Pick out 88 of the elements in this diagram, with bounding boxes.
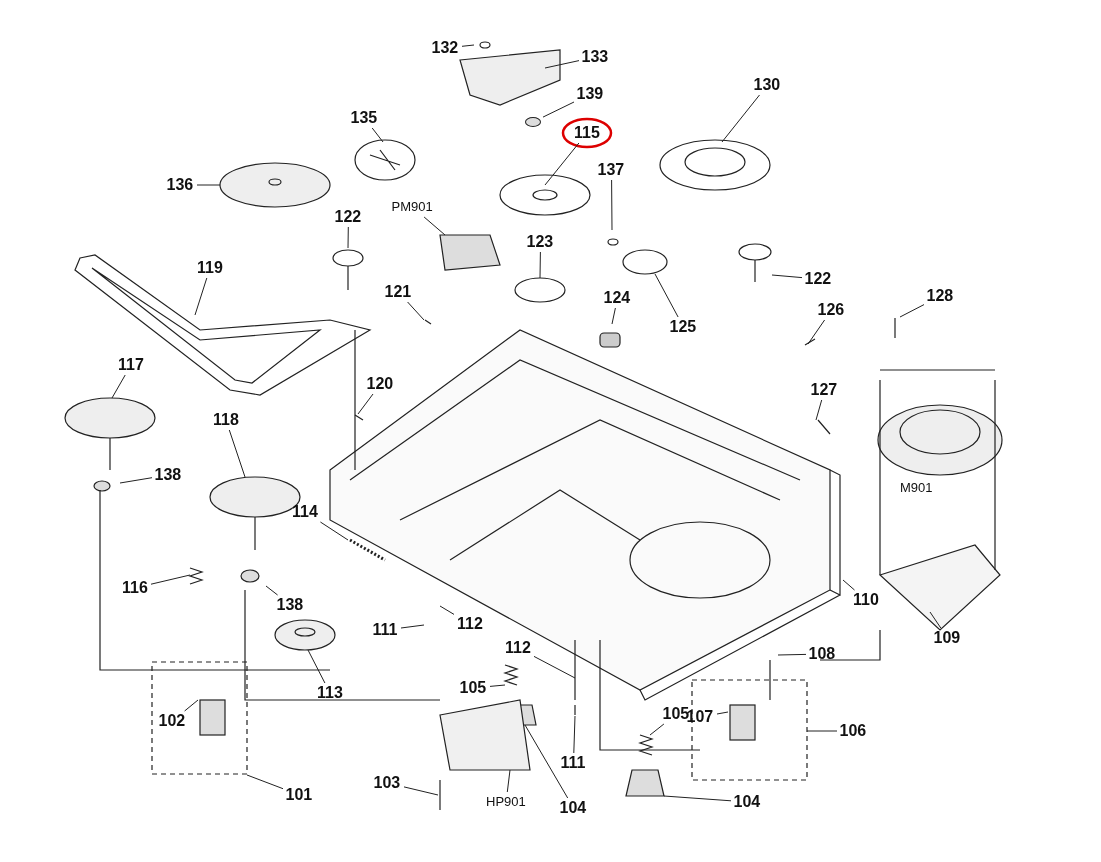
callout-number: 109 <box>932 629 962 647</box>
washer-part <box>525 117 541 127</box>
leader-line <box>611 179 613 231</box>
callout-number: 138 <box>153 466 183 484</box>
callout-number: 125 <box>668 318 698 336</box>
leader-line <box>407 301 425 321</box>
leader-line <box>716 711 729 715</box>
leader-line <box>111 374 126 399</box>
leader-line <box>371 127 384 143</box>
callout-number: 135 <box>349 109 379 127</box>
leader-line <box>544 60 580 69</box>
callout-number: 122 <box>803 270 833 288</box>
callout-number: 111 <box>559 754 587 772</box>
callout-number: 126 <box>816 301 846 319</box>
callout-number: 124 <box>602 289 632 307</box>
leader-line <box>573 715 576 754</box>
leader-line <box>544 142 580 186</box>
callout-number: 137 <box>596 161 626 179</box>
leader-line <box>777 653 807 656</box>
leader-line <box>439 605 455 615</box>
callout-number: 133 <box>580 48 610 66</box>
callout-number: 101 <box>284 786 314 804</box>
callout-number: 118 <box>212 411 240 429</box>
callout-number: 123 <box>525 233 555 251</box>
leader-line <box>150 574 191 585</box>
callout-number: 119 <box>196 259 224 277</box>
leader-line <box>806 730 838 732</box>
callout-number: 139 <box>575 85 605 103</box>
leader-line <box>347 226 349 249</box>
callout-number: 104 <box>558 799 588 817</box>
leader-line <box>119 477 153 484</box>
callout-number: 132 <box>430 39 460 57</box>
leader-line <box>357 393 374 415</box>
callout-number: 138 <box>275 596 305 614</box>
callout-number: 128 <box>925 287 955 305</box>
callout-number: 104 <box>732 793 762 811</box>
leader-line <box>815 399 823 421</box>
leader-line <box>196 184 221 186</box>
callout-number: 130 <box>752 76 782 94</box>
callout-number: 112 <box>504 639 532 657</box>
callout-number: 105 <box>458 679 488 697</box>
callout-number: 110 <box>852 591 880 609</box>
leader-line <box>194 277 208 316</box>
leader-line <box>533 655 576 679</box>
callout-number: 122 <box>333 208 363 226</box>
leader-line <box>265 585 279 596</box>
leader-line <box>654 273 679 318</box>
leader-line <box>542 101 575 118</box>
callout-number: 112 <box>456 615 484 633</box>
callout-number: 113 <box>316 684 344 702</box>
leader-line <box>524 724 569 799</box>
leader-line <box>184 699 199 712</box>
leader-line <box>423 216 446 236</box>
leader-line <box>929 611 942 629</box>
callout-number: 116 <box>121 579 149 597</box>
leader-line <box>400 624 425 629</box>
leader-line <box>403 786 439 796</box>
callout-number: 108 <box>807 645 837 663</box>
part-designator: M901 <box>900 480 933 495</box>
leader-line <box>489 684 506 687</box>
callout-number: 102 <box>157 712 187 730</box>
leader-line <box>539 251 541 279</box>
leader-line <box>611 307 616 325</box>
leader-line <box>506 769 511 793</box>
leader-line <box>842 579 855 591</box>
leader-line <box>246 774 284 790</box>
callout-number: 136 <box>165 176 195 194</box>
leader-line <box>319 521 349 541</box>
callout-number: 111 <box>371 621 399 639</box>
leader-line <box>807 319 826 345</box>
callout-number: 115 <box>573 124 601 142</box>
leader-line <box>228 429 246 478</box>
leader-line <box>721 94 760 143</box>
leader-line <box>771 274 803 279</box>
callout-number: 106 <box>838 722 868 740</box>
leader-line <box>649 723 665 736</box>
callout-number: 127 <box>809 381 839 399</box>
callout-number: 114 <box>291 503 319 521</box>
callout-number: PM901 <box>390 198 434 216</box>
callout-number: 120 <box>365 375 395 393</box>
callout-number: 103 <box>372 774 402 792</box>
leader-line <box>461 44 475 47</box>
leader-line <box>663 795 732 802</box>
callout-number: HP901 <box>485 793 527 811</box>
leader-line <box>899 304 925 318</box>
leader-line <box>307 649 326 684</box>
callout-number: 117 <box>117 356 145 374</box>
callout-number: 121 <box>383 283 413 301</box>
